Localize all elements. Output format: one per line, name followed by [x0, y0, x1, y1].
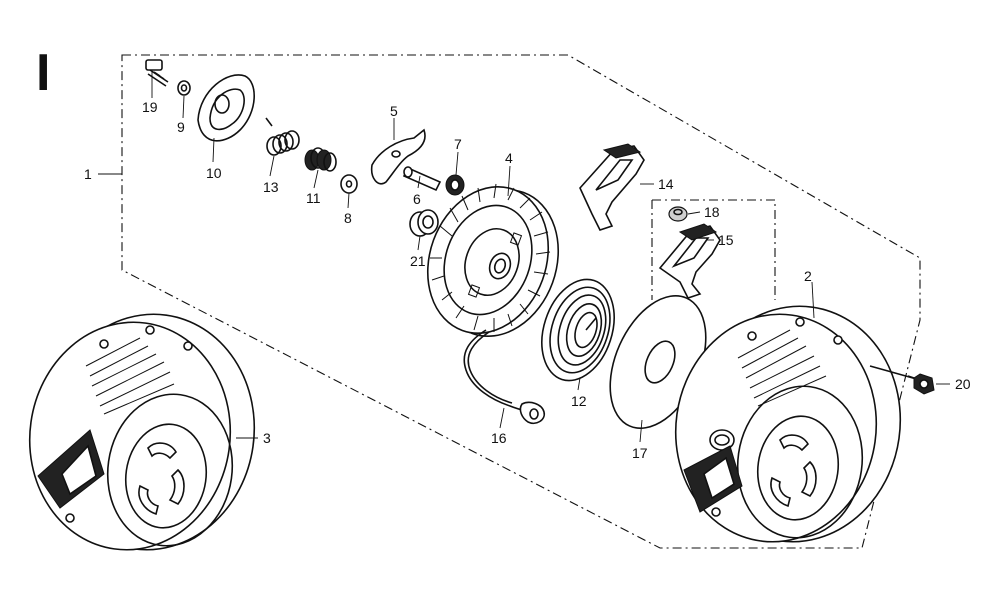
spring-11-icon	[304, 147, 337, 172]
part-label-18: 18	[704, 204, 720, 220]
starter-grip-14-icon	[579, 143, 645, 231]
bolt-20-icon	[869, 365, 935, 395]
starter-case-3-icon	[28, 313, 256, 551]
ratchet-guide-10-icon	[197, 74, 255, 142]
handle-subgroup-boundary	[651, 199, 776, 300]
washer-18-icon	[668, 206, 688, 222]
part-label-15: 15	[718, 232, 734, 248]
part-label-19: 19	[142, 99, 158, 115]
spring-13-icon	[265, 117, 300, 156]
part-label-10: 10	[206, 165, 222, 181]
part-label-1: 1	[84, 166, 92, 182]
part-label-20: 20	[955, 376, 971, 392]
starter-reel-4-icon	[426, 183, 560, 338]
washer-9-icon	[177, 80, 191, 96]
part-label-7: 7	[454, 136, 462, 152]
pin-6-icon	[402, 166, 442, 192]
ratchet-5-icon	[370, 128, 426, 185]
starter-case-2-icon	[674, 305, 902, 543]
part-label-16: 16	[491, 430, 507, 446]
leader-lines	[98, 72, 950, 443]
recoil-spring-12-icon	[541, 278, 615, 382]
bolt-19-icon	[145, 59, 169, 87]
part-label-13: 13	[263, 179, 279, 195]
part-label-2: 2	[804, 268, 812, 284]
part-label-3: 3	[263, 430, 271, 446]
part-label-6: 6	[413, 191, 421, 207]
collar-7-icon	[445, 174, 465, 196]
bushing-21-icon	[409, 209, 439, 237]
part-label-11: 11	[306, 190, 321, 206]
part-label-12: 12	[571, 393, 587, 409]
part-label-17: 17	[632, 445, 648, 461]
section-label: I	[36, 44, 50, 102]
part-label-14: 14	[658, 176, 674, 192]
starter-grip-15-icon	[658, 223, 721, 299]
part-label-21: 21	[410, 253, 426, 269]
part-label-5: 5	[390, 103, 398, 119]
part-label-9: 9	[177, 119, 185, 135]
washer-8-icon	[340, 174, 358, 194]
part-label-8: 8	[344, 210, 352, 226]
part-label-4: 4	[505, 150, 513, 166]
starter-rope-16-icon	[463, 329, 546, 425]
